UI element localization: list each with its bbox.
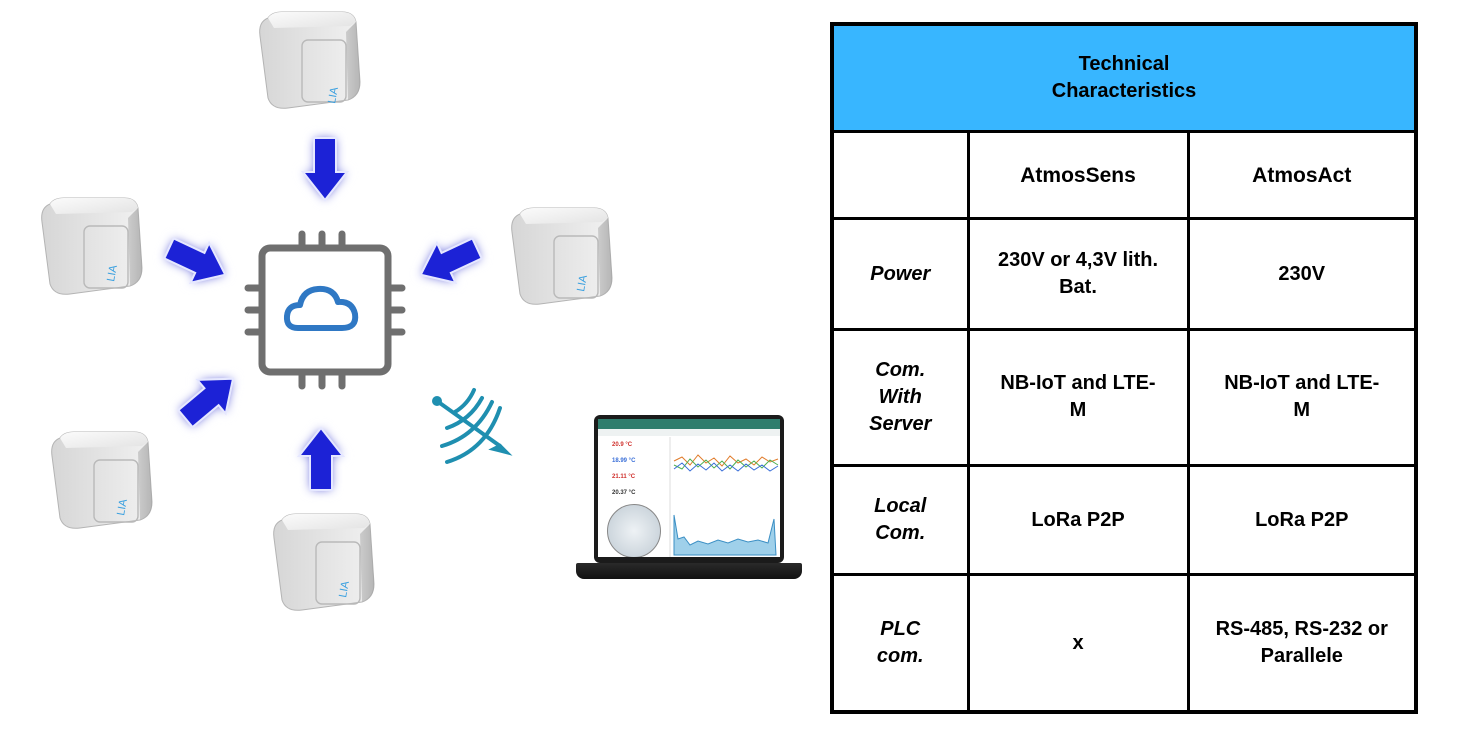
dashboard-charts bbox=[669, 437, 779, 557]
column-header-atmossens: AtmosSens bbox=[966, 130, 1190, 221]
table-row: Local Com. LoRa P2P LoRa P2P bbox=[830, 463, 1418, 577]
cell-power-atmosact: 230V bbox=[1186, 217, 1418, 331]
table-row: Com. With Server NB-IoT and LTE- M NB-Io… bbox=[830, 327, 1418, 467]
row-label-com-with-server: Com. With Server bbox=[830, 327, 970, 467]
reading-2: 18.99 °C bbox=[612, 458, 636, 464]
arrow-from-bottom-left bbox=[170, 360, 249, 437]
cloud-icon bbox=[283, 285, 359, 331]
table-header-row: AtmosSens AtmosAct bbox=[830, 130, 1418, 221]
device-label: LIA bbox=[105, 264, 120, 283]
row-label-plc-com: PLC com. bbox=[830, 573, 970, 714]
device-label: LIA bbox=[115, 498, 130, 517]
cell-plc-atmosact: RS-485, RS-232 or Parallele bbox=[1186, 573, 1418, 714]
cell-com-atmosact: NB-IoT and LTE- M bbox=[1186, 327, 1418, 467]
table-title-row: Technical Characteristics bbox=[830, 22, 1418, 134]
dashboard-header-bar bbox=[598, 419, 780, 429]
device-top: LIA bbox=[258, 11, 361, 109]
laptop-keyboard bbox=[576, 563, 802, 579]
table-title: Technical Characteristics bbox=[830, 22, 1418, 134]
device-left: LIA bbox=[40, 197, 143, 295]
column-header-empty bbox=[830, 130, 970, 221]
cloud-chip-icon bbox=[244, 230, 406, 390]
cell-power-atmossens: 230V or 4,3V lith. Bat. bbox=[966, 217, 1190, 331]
row-label-power: Power bbox=[830, 217, 970, 331]
device-label: LIA bbox=[326, 86, 341, 105]
arrow-from-top bbox=[302, 137, 348, 201]
device-label: LIA bbox=[575, 274, 590, 293]
arrow-from-left bbox=[158, 227, 236, 296]
reading-4: 20.37 °C bbox=[612, 490, 636, 496]
arrow-from-right bbox=[410, 227, 488, 296]
table-row: Power 230V or 4,3V lith. Bat. 230V bbox=[830, 217, 1418, 331]
wireless-signal-icon bbox=[432, 388, 513, 464]
device-bottom: LIA bbox=[272, 513, 375, 611]
cell-local-atmosact: LoRa P2P bbox=[1186, 463, 1418, 577]
laptop-screen: 20.9 °C 18.99 °C 21.11 °C 20.37 °C bbox=[594, 415, 784, 563]
cell-plc-atmossens: x bbox=[966, 573, 1190, 714]
iot-network-diagram: LIA LIA LIA LIA LIA bbox=[40, 11, 802, 611]
reading-3: 21.11 °C bbox=[612, 474, 636, 480]
laptop-dashboard: 20.9 °C 18.99 °C 21.11 °C 20.37 °C bbox=[576, 415, 802, 583]
column-header-atmosact: AtmosAct bbox=[1186, 130, 1418, 221]
table-row: PLC com. x RS-485, RS-232 or Parallele bbox=[830, 573, 1418, 714]
dashboard-tabs bbox=[598, 429, 780, 436]
gauge-icon bbox=[607, 504, 661, 557]
cell-local-atmossens: LoRa P2P bbox=[966, 463, 1190, 577]
technical-characteristics-table: Technical Characteristics AtmosSens Atmo… bbox=[830, 22, 1419, 714]
diagram-canvas: LIA LIA LIA LIA LIA bbox=[40, 11, 613, 611]
device-right: LIA bbox=[510, 207, 613, 305]
reading-1: 20.9 °C bbox=[612, 442, 633, 448]
device-label: LIA bbox=[337, 580, 352, 599]
cell-com-atmossens: NB-IoT and LTE- M bbox=[966, 327, 1190, 467]
row-label-local-com: Local Com. bbox=[830, 463, 970, 577]
dashboard-view: 20.9 °C 18.99 °C 21.11 °C 20.37 °C bbox=[598, 419, 780, 557]
device-bottom-left: LIA bbox=[50, 431, 153, 529]
arrow-from-bottom bbox=[298, 427, 344, 491]
